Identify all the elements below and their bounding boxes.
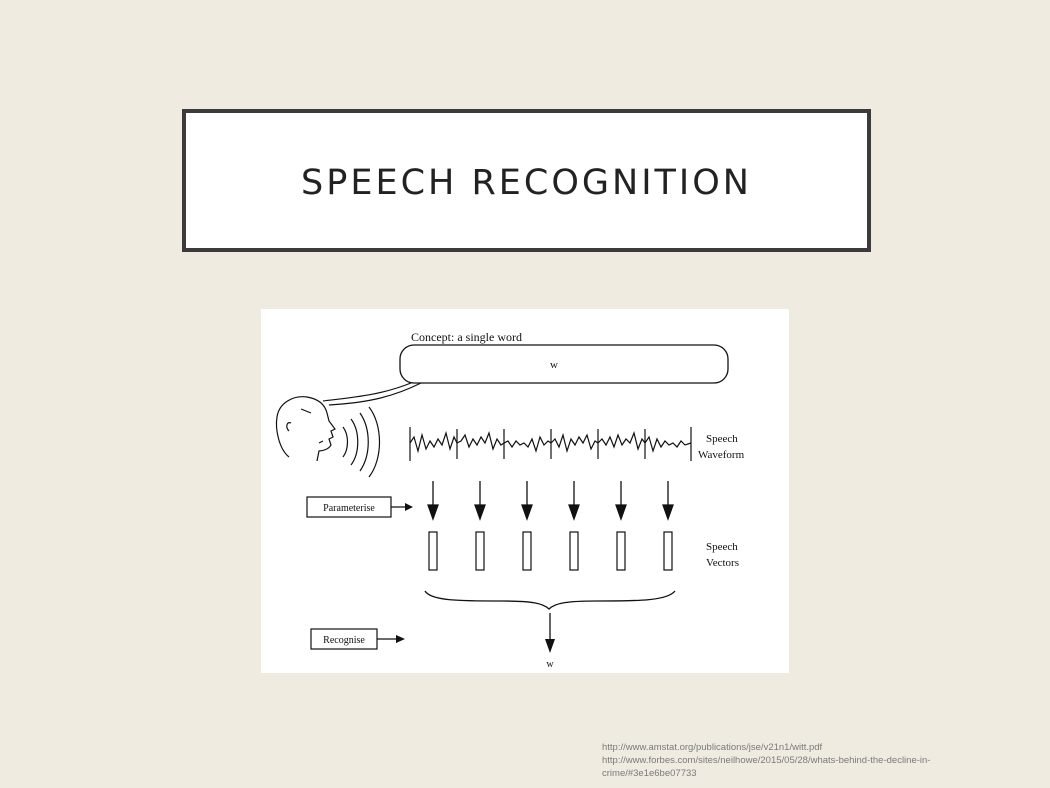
waveform-frame-markers xyxy=(409,427,692,461)
output-word-symbol: w xyxy=(546,659,554,670)
concept-word-symbol: w xyxy=(550,359,558,371)
output-arrow-head xyxy=(545,639,555,653)
diagram-canvas: Concept: a single word w xyxy=(275,330,745,670)
slide-title-box: SPEECH RECOGNITION xyxy=(182,109,871,252)
vectors-label-line2: Vectors xyxy=(706,557,739,569)
recognise-label: Recognise xyxy=(323,635,365,646)
speech-bubble-tail xyxy=(322,382,412,402)
parameterise-arrow-head xyxy=(405,503,413,511)
speech-waveform xyxy=(409,430,692,454)
reference-link-2[interactable]: http://www.forbes.com/sites/neilhowe/201… xyxy=(602,755,931,766)
speech-bubble-tail-inner xyxy=(328,382,422,406)
sound-waves-icon xyxy=(342,406,380,478)
vectors-brace xyxy=(424,590,676,610)
slide-title: SPEECH RECOGNITION xyxy=(301,162,752,203)
references: http://www.amstat.org/publications/jse/v… xyxy=(602,741,1002,780)
frame-to-vector-arrows xyxy=(427,481,674,521)
concept-speech-bubble xyxy=(399,344,729,384)
concept-label: Concept: a single word xyxy=(411,330,522,344)
parameterise-label: Parameterise xyxy=(323,503,375,514)
speech-vectors xyxy=(428,531,673,571)
recognise-arrow-head xyxy=(396,635,405,643)
waveform-label-line1: Speech xyxy=(706,433,738,445)
reference-link-1[interactable]: http://www.amstat.org/publications/jse/v… xyxy=(602,742,823,753)
reference-link-2-continued[interactable]: crime/#3e1e6be07733 xyxy=(602,768,697,779)
speaker-head-icon xyxy=(275,396,336,462)
speech-recognition-diagram: Concept: a single word w xyxy=(261,309,789,673)
vectors-label-line1: Speech xyxy=(706,541,738,553)
waveform-label-line2: Waveform xyxy=(698,449,745,461)
